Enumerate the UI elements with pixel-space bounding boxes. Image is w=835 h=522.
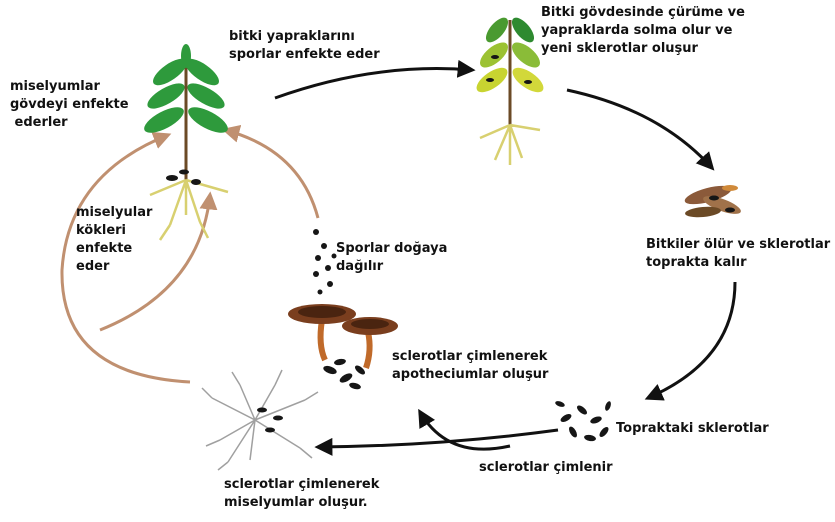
label-line: toprakta kalır bbox=[646, 254, 830, 272]
label-line: dağılır bbox=[336, 258, 447, 276]
spores-icon bbox=[313, 229, 337, 295]
label-line: kökleri bbox=[76, 222, 152, 240]
cycle-arrow-plant-to-infected bbox=[275, 69, 472, 98]
label-line: bitki yapraklarını bbox=[229, 28, 380, 46]
cycle-arrow-infected-to-dead bbox=[567, 90, 712, 168]
label-line: Bitkiler ölür ve sklerotlar bbox=[646, 236, 830, 254]
label-mycelia-form: sclerotlar çimlenerek miselyumlar oluşur… bbox=[224, 476, 379, 512]
label-line: yapraklarda solma olur ve bbox=[541, 22, 745, 40]
label-line: miselyular bbox=[76, 204, 152, 222]
label-line: sclerotlar çimlenerek bbox=[224, 476, 379, 494]
label-line: Sporlar doğaya bbox=[336, 240, 447, 258]
apothecia-mushroom-icon bbox=[288, 304, 398, 390]
dead-plant-icon bbox=[683, 182, 743, 219]
arrow-spores-to-leaves bbox=[225, 130, 318, 218]
label-line: Bitki gövdesinde çürüme ve bbox=[541, 4, 745, 22]
label-line: gövdeyi enfekte bbox=[10, 96, 129, 114]
infected-plant-icon bbox=[473, 14, 548, 165]
soil-sclerotia-icon bbox=[554, 400, 612, 442]
label-spores-infect-leaves: bitki yapraklarını sporlar enfekte eder bbox=[229, 28, 380, 64]
label-stem-rot: Bitki gövdesinde çürüme ve yapraklarda s… bbox=[541, 4, 745, 58]
label-line: sclerotlar çimlenerek bbox=[392, 348, 548, 366]
label-line: sclerotlar çimlenir bbox=[479, 459, 613, 477]
label-plants-die: Bitkiler ölür ve sklerotlar toprakta kal… bbox=[646, 236, 830, 272]
label-line: enfekte bbox=[76, 240, 152, 258]
cycle-arrow-dead-to-soil bbox=[648, 282, 735, 398]
label-line: sporlar enfekte eder bbox=[229, 46, 380, 64]
label-line: apotheciumlar oluşur bbox=[392, 366, 548, 384]
label-soil-sclerotia: Topraktaki sklerotlar bbox=[616, 420, 769, 438]
label-line: miselyumlar oluşur. bbox=[224, 494, 379, 512]
label-line: Topraktaki sklerotlar bbox=[616, 420, 769, 438]
mycelium-icon bbox=[202, 370, 318, 470]
label-line: ederler bbox=[10, 114, 129, 132]
label-sclerotia-germinate: sclerotlar çimlenir bbox=[479, 459, 613, 477]
label-apothecia-form: sclerotlar çimlenerek apotheciumlar oluş… bbox=[392, 348, 548, 384]
label-mycelia-roots: miselyular kökleri enfekte eder bbox=[76, 204, 152, 276]
label-line: eder bbox=[76, 258, 152, 276]
label-line: yeni sklerotlar oluşur bbox=[541, 40, 745, 58]
label-mycelia-stem: miselyumlar gövdeyi enfekte ederler bbox=[10, 78, 129, 132]
label-spores-disperse: Sporlar doğaya dağılır bbox=[336, 240, 447, 276]
label-line: miselyumlar bbox=[10, 78, 129, 96]
